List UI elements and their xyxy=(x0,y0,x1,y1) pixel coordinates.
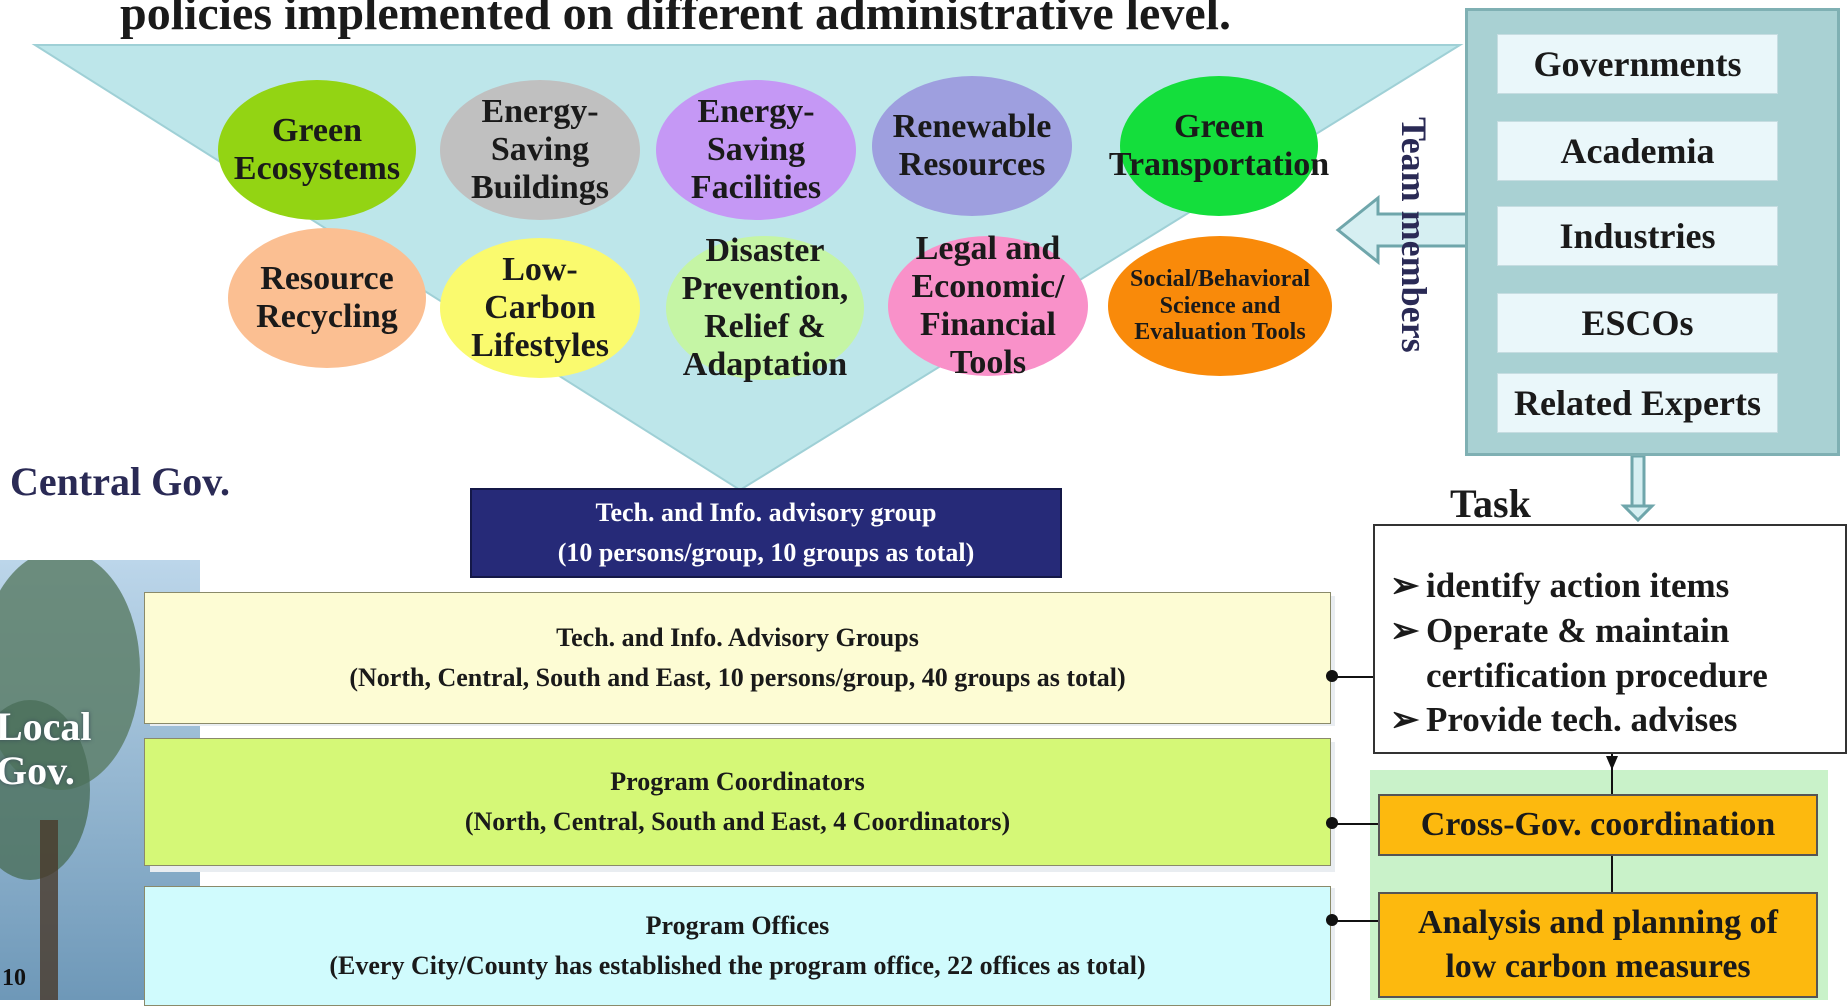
connector-dot xyxy=(1326,914,1338,926)
measure-legal-economic-tools: Legal and Economic/ Financial Tools xyxy=(888,230,1088,381)
analysis-planning-box: Analysis and planning of low carbon meas… xyxy=(1378,892,1818,998)
measure-social-behavioral-tools: Social/Behavioral Science and Evaluation… xyxy=(1108,236,1332,376)
local-gov-label: Local Gov. xyxy=(0,704,92,793)
page-title: policies implemented on different admini… xyxy=(120,0,1231,40)
task-label: Task xyxy=(1450,481,1531,526)
team-member-governments: Governments xyxy=(1497,34,1778,94)
measure-energy-saving-buildings: Energy- Saving Buildings xyxy=(440,80,640,220)
central-gov-label: Central Gov. xyxy=(10,459,230,504)
measure-green-transportation: Green Transportation xyxy=(1109,76,1329,216)
down-arrow-head xyxy=(1620,504,1656,523)
band-program-coordinators: Program Coordinators (North, Central, So… xyxy=(144,738,1331,866)
team-members-label: Team members xyxy=(1394,117,1434,353)
task-item: ➢Operate & maintain certification proced… xyxy=(1390,610,1768,695)
band-name: Program Coordinators xyxy=(610,766,865,796)
measure-green-ecosystems: Green Ecosystems xyxy=(218,80,416,220)
task-item: ➢identify action items xyxy=(1390,566,1730,605)
connector-line xyxy=(1611,754,1613,794)
measure-renewable-resources: Renewable Resources xyxy=(872,76,1072,216)
down-arrow-stem xyxy=(1630,454,1646,510)
measure-resource-recycling: Resource Recycling xyxy=(228,228,426,368)
band-regional-advisory-groups: Tech. and Info. Advisory Groups (North, … xyxy=(144,592,1331,724)
team-member-academia: Academia xyxy=(1497,121,1778,181)
measure-low-carbon-lifestyles: Low- Carbon Lifestyles xyxy=(440,238,640,378)
connector-line xyxy=(1333,920,1378,922)
connector-line xyxy=(1333,676,1373,678)
national-group-detail: (10 persons/group, 10 groups as total) xyxy=(557,538,975,567)
band-program-offices: Program Offices (Every City/County has e… xyxy=(144,886,1331,1006)
connector-line xyxy=(1611,856,1613,892)
connector-dot xyxy=(1326,670,1338,682)
band-detail: (North, Central, South and East, 4 Coord… xyxy=(464,807,1011,836)
national-group-name: Tech. and Info. advisory group xyxy=(595,497,937,527)
national-advisory-group-box: Tech. and Info. advisory group (10 perso… xyxy=(470,488,1062,578)
team-member-escos: ESCOs xyxy=(1497,293,1778,353)
band-name: Tech. and Info. Advisory Groups xyxy=(556,622,919,652)
connector-line xyxy=(1333,823,1378,825)
cross-gov-coordination-box: Cross-Gov. coordination xyxy=(1378,794,1818,856)
task-item: ➢Provide tech. advises xyxy=(1390,700,1738,740)
connector-dot xyxy=(1326,817,1338,829)
team-member-industries: Industries xyxy=(1497,206,1778,266)
band-name: Program Offices xyxy=(645,910,830,940)
measure-energy-saving-facilities: Energy- Saving Facilities xyxy=(656,80,856,220)
band-detail: (North, Central, South and East, 10 pers… xyxy=(349,663,1126,692)
measure-disaster-prevention: Disaster Prevention, Relief & Adaptation xyxy=(666,232,864,383)
task-box: ➢identify action items ➢Operate & mainta… xyxy=(1373,524,1847,754)
page-number: 10 xyxy=(2,965,26,991)
team-member-related-experts: Related Experts xyxy=(1497,373,1778,433)
band-detail: (Every City/County has established the p… xyxy=(329,951,1146,980)
